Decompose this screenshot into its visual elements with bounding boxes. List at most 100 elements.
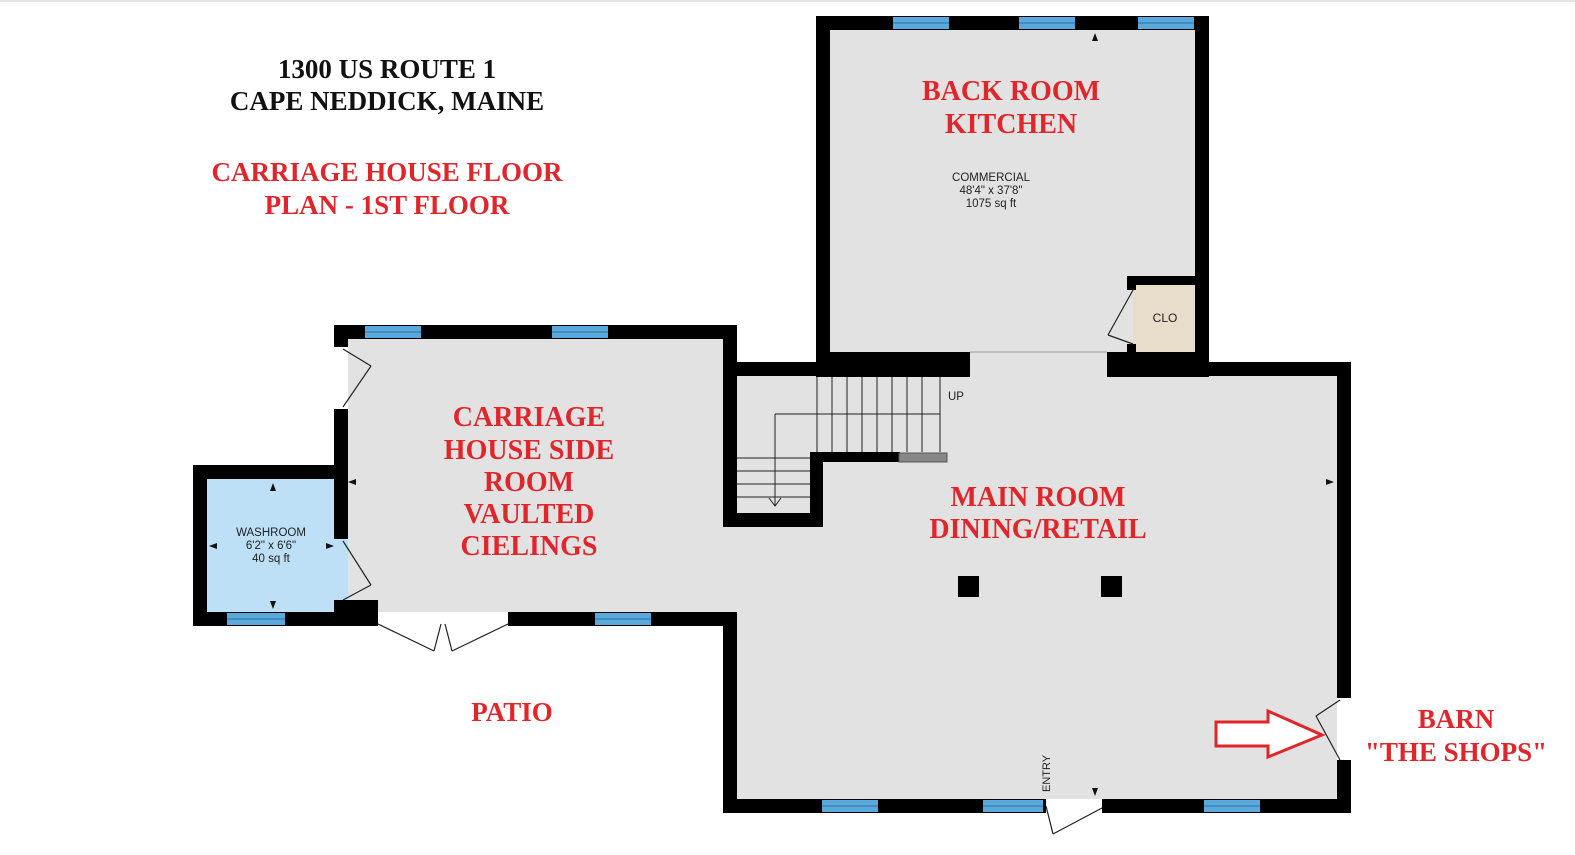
- main-room-line2: DINING/RETAIL: [929, 514, 1146, 545]
- window: [1019, 17, 1075, 29]
- back-room-area: 1075 sq ft: [966, 198, 1017, 210]
- back-room-right-wall: [1195, 16, 1209, 364]
- washroom-floor: [200, 473, 340, 619]
- doors: [342, 289, 1341, 835]
- side-room-right-wall: [723, 325, 737, 375]
- side-room-line: HOUSE SIDE: [444, 435, 614, 466]
- side-room-line: VAULTED: [464, 499, 595, 530]
- back-room-line2: KITCHEN: [945, 109, 1077, 140]
- window: [595, 613, 651, 625]
- stair-area-floor: [731, 370, 821, 520]
- window: [893, 17, 949, 29]
- side-room-left-wall-top: [334, 325, 348, 347]
- dimension-arrow: [1092, 788, 1098, 796]
- wall-openings: [334, 347, 1351, 813]
- dimension-arrow: [270, 601, 276, 609]
- entry-door-opening: [1046, 799, 1102, 813]
- dimension-arrow: [270, 483, 276, 491]
- dimension-arrow: [348, 479, 356, 485]
- washroom-dims: 6'2" x 6'6": [246, 540, 296, 552]
- closet-label: CLO: [1153, 311, 1178, 325]
- side-room-top-door: [342, 348, 372, 408]
- staircase: [737, 377, 941, 507]
- side-room-top-wall: [334, 325, 737, 339]
- washroom-door: [342, 540, 372, 601]
- closet-left-wall-stub: [1127, 276, 1136, 290]
- barn-line2: "THE SHOPS": [1365, 737, 1547, 767]
- barn-arrow-icon: [1214, 708, 1326, 760]
- window: [365, 326, 421, 338]
- dimension-arrows: [209, 33, 1334, 796]
- kitchen-opening: [970, 352, 1107, 377]
- patio-door-opening: [378, 612, 508, 626]
- column: [958, 576, 979, 597]
- dimension-arrow: [209, 543, 217, 549]
- stair-left-wall: [723, 362, 737, 527]
- barn-line1: BARN: [1418, 704, 1495, 734]
- plan-title: CARRIAGE HOUSE FLOOR PLAN - 1ST FLOOR: [211, 157, 563, 220]
- side-room-line: ROOM: [484, 467, 574, 498]
- washroom-details: WASHROOM 6'2" x 6'6" 40 sq ft: [236, 527, 306, 565]
- entry-door: [1045, 805, 1103, 835]
- side-room-title: CARRIAGE HOUSE SIDE ROOM VAULTED CIELING…: [444, 402, 614, 562]
- stair-rail: [898, 452, 948, 463]
- windows: [227, 17, 1260, 812]
- top-border-line: [0, 0, 1575, 2]
- main-room-right-wall-upper: [1337, 362, 1351, 698]
- closet-floor: [1133, 284, 1199, 353]
- stairs-up-label: UP: [948, 391, 964, 403]
- closet-top-wall: [1127, 276, 1199, 285]
- main-room-line1: MAIN ROOM: [951, 482, 1126, 513]
- back-room-title: BACK ROOM KITCHEN: [922, 76, 1100, 140]
- back-room-bottom-wall-left: [816, 352, 970, 377]
- barn-label: BARN "THE SHOPS": [1365, 704, 1547, 767]
- washroom-door-opening: [334, 539, 348, 600]
- back-room-line1: BACK ROOM: [922, 76, 1100, 107]
- barn-door-opening: [1337, 698, 1351, 760]
- patio-double-door: [377, 623, 509, 652]
- address-block: 1300 US ROUTE 1 CAPE NEDDICK, MAINE: [230, 54, 544, 116]
- dimension-arrow: [1326, 479, 1334, 485]
- closet-door: [1107, 289, 1134, 345]
- dimension-arrow: [326, 543, 334, 549]
- main-room-left-wall: [723, 612, 737, 813]
- main-room-top-wall-left: [723, 362, 823, 376]
- window: [552, 326, 608, 338]
- column: [1101, 576, 1122, 597]
- side-room-floor: [341, 332, 731, 619]
- main-room-top-wall-right: [1107, 362, 1351, 376]
- side-room-line: CARRIAGE: [453, 402, 605, 433]
- stair-inner-wall: [810, 452, 823, 527]
- patio-label: PATIO: [471, 697, 553, 727]
- plan-title-line1: CARRIAGE HOUSE FLOOR: [211, 157, 563, 187]
- window: [822, 800, 878, 812]
- washroom-area: 40 sq ft: [252, 553, 291, 565]
- floor-fills: [200, 23, 1343, 806]
- washroom-left-wall: [193, 465, 207, 626]
- washroom-top-wall: [193, 465, 348, 479]
- stair-landing-wall: [810, 452, 900, 462]
- address-line1: 1300 US ROUTE 1: [278, 54, 496, 84]
- washroom-bottom-wall: [193, 612, 378, 626]
- dimension-arrow: [1092, 33, 1098, 41]
- main-room-title: MAIN ROOM DINING/RETAIL: [929, 482, 1146, 545]
- main-room-bottom-wall-left: [723, 799, 1046, 813]
- window: [1138, 17, 1194, 29]
- side-door-top-opening: [334, 347, 348, 409]
- washroom-label: WASHROOM: [236, 527, 306, 539]
- closet-left-wall-lower: [1127, 344, 1136, 354]
- entry-label: ENTRY: [1041, 754, 1053, 792]
- barn-door: [1315, 699, 1341, 761]
- back-room-left-wall: [816, 16, 830, 364]
- plan-title-line2: PLAN - 1ST FLOOR: [265, 190, 510, 220]
- back-room-details: COMMERCIAL 48'4" x 37'8" 1075 sq ft: [952, 172, 1031, 210]
- stair-bottom-wall: [723, 513, 823, 527]
- address-line2: CAPE NEDDICK, MAINE: [230, 86, 544, 116]
- window: [227, 613, 285, 625]
- back-room-dims: 48'4" x 37'8": [959, 185, 1022, 197]
- back-room-label: COMMERCIAL: [952, 172, 1031, 184]
- window: [983, 800, 1043, 812]
- window: [1204, 800, 1260, 812]
- side-room-line: CIELINGS: [461, 531, 598, 562]
